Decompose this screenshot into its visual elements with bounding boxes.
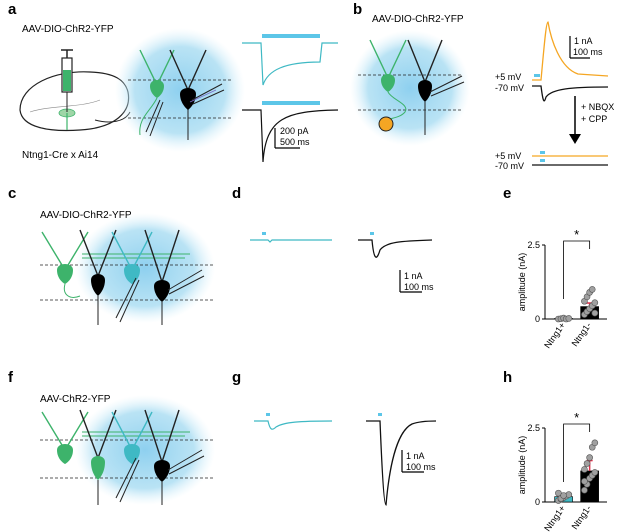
panel-label-d: d bbox=[232, 185, 241, 202]
data-point bbox=[581, 466, 588, 473]
stim-marker-g2 bbox=[378, 413, 382, 416]
scale-current-b: 1 nA bbox=[574, 36, 593, 46]
cortex-schematic-c bbox=[40, 213, 215, 325]
trace-a-ntng-neg bbox=[242, 109, 339, 163]
data-point bbox=[583, 460, 591, 467]
y-axis-label: amplitude (nA) bbox=[517, 436, 527, 495]
scale-time-d: 100 ms bbox=[404, 282, 434, 292]
drug-arrow bbox=[569, 96, 581, 144]
panel-label-b: b bbox=[353, 1, 362, 18]
data-point bbox=[591, 439, 599, 447]
mouse-line-label: Ntng1-Cre x Ai14 bbox=[22, 150, 99, 161]
stim-marker-g1 bbox=[266, 413, 270, 416]
trace-g-ntng-pos bbox=[254, 420, 333, 430]
cortex-schematic-b bbox=[350, 30, 470, 146]
drug-label-1: + NBQX bbox=[581, 102, 614, 112]
stim-bar-a2 bbox=[262, 101, 320, 105]
scale-bar-d bbox=[399, 270, 422, 293]
drug-label-2: + CPP bbox=[581, 114, 607, 124]
data-point bbox=[591, 309, 599, 317]
panel-label-h: h bbox=[503, 369, 512, 386]
scale-current-a: 200 pA bbox=[280, 126, 309, 136]
category-label: Ntng1+ bbox=[542, 503, 567, 532]
significance-star: * bbox=[574, 227, 579, 242]
trace-g-ntng-neg bbox=[366, 420, 437, 506]
scale-time-b: 100 ms bbox=[573, 47, 603, 57]
scale-time-a: 500 ms bbox=[280, 137, 310, 147]
cortex-schematic-f bbox=[40, 395, 215, 505]
scale-time-g: 100 ms bbox=[406, 462, 436, 472]
stim-marker-d1 bbox=[262, 232, 266, 235]
hold-neg-b: -70 mV bbox=[495, 83, 524, 93]
stim-marker-b2 bbox=[540, 151, 545, 154]
panel-label-g: g bbox=[232, 369, 241, 386]
syringe-illustration bbox=[61, 49, 73, 112]
scale-bar-a bbox=[274, 128, 300, 149]
scale-bar-g bbox=[401, 450, 424, 473]
scale-current-d: 1 nA bbox=[404, 271, 423, 281]
significance-bracket bbox=[563, 423, 591, 482]
virus-label-c: AAV-DIO-ChR2-YFP bbox=[40, 210, 132, 221]
stim-marker-b3 bbox=[540, 159, 545, 162]
data-point bbox=[591, 299, 599, 307]
hold-pos-b: +5 mV bbox=[495, 72, 521, 82]
trace-d-ntng-neg bbox=[358, 239, 433, 258]
category-label: Ntng1- bbox=[570, 503, 594, 531]
virus-label-b: AAV-DIO-ChR2-YFP bbox=[372, 14, 464, 25]
category-label: Ntng1- bbox=[570, 320, 594, 348]
category-label: Ntng1+ bbox=[542, 320, 567, 350]
virus-label-a: AAV-DIO-ChR2-YFP bbox=[22, 24, 114, 35]
data-point bbox=[586, 454, 593, 461]
trace-b-pos bbox=[532, 21, 609, 81]
scale-bar-b bbox=[569, 36, 590, 59]
y-tick-label: 0 bbox=[535, 497, 540, 507]
panel-label-c: c bbox=[8, 185, 16, 202]
data-point bbox=[560, 492, 567, 499]
hold-pos-b-2: +5 mV bbox=[495, 151, 521, 161]
trace-b-neg bbox=[532, 85, 609, 102]
data-point bbox=[565, 315, 573, 322]
y-tick-label: 0 bbox=[535, 314, 540, 324]
cortex-schematic-a bbox=[115, 28, 245, 152]
stim-marker-b1 bbox=[534, 74, 540, 77]
trace-d-ntng-pos bbox=[250, 239, 332, 243]
significance-bracket bbox=[563, 240, 591, 299]
brain-illustration bbox=[19, 71, 131, 132]
data-point bbox=[581, 477, 588, 485]
data-point bbox=[591, 469, 599, 476]
stim-marker-d2 bbox=[370, 232, 374, 235]
trace-a-ntng-pos bbox=[242, 42, 338, 86]
y-tick-label: 2.5 bbox=[527, 240, 540, 250]
data-point bbox=[588, 286, 596, 293]
significance-star: * bbox=[574, 410, 579, 425]
panel-label-e: e bbox=[503, 185, 511, 202]
virus-label-f: AAV-ChR2-YFP bbox=[40, 394, 111, 405]
y-axis-label: amplitude (nA) bbox=[517, 253, 527, 312]
data-point bbox=[581, 486, 588, 494]
panel-label-f: f bbox=[8, 369, 14, 386]
y-tick-label: 2.5 bbox=[527, 423, 540, 433]
stim-bar-a1 bbox=[262, 34, 320, 38]
hold-neg-b-2: -70 mV bbox=[495, 161, 524, 171]
scale-current-g: 1 nA bbox=[406, 451, 425, 461]
panel-label-a: a bbox=[8, 1, 17, 18]
